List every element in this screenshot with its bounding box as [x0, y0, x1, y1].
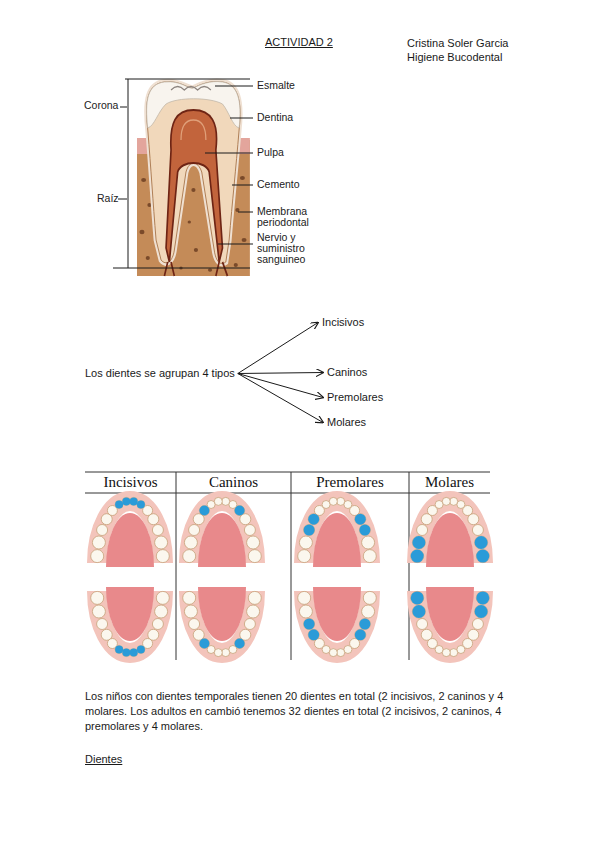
- part-label: Dentina: [257, 112, 293, 123]
- arrow-connector: [238, 323, 318, 374]
- table-header: Incisivos: [85, 474, 176, 491]
- type-item: Premolares: [327, 390, 383, 405]
- part-label: Pulpa: [257, 147, 284, 158]
- arrow-connector: [238, 374, 323, 423]
- page-title: ACTIVIDAD 2: [265, 36, 333, 49]
- node-text: Molares: [327, 416, 366, 429]
- node-text: Caninos: [327, 366, 367, 379]
- course-name: Higiene Bucodental: [407, 51, 502, 64]
- node-text: Premolares: [327, 391, 383, 404]
- type-item: Molares: [327, 415, 366, 430]
- part-label: Raíz: [97, 193, 119, 204]
- group-heading: Los dientes se agrupan 4 tipos: [85, 366, 235, 381]
- author-name: Cristina Soler Garcia: [407, 37, 508, 50]
- dentition-table: [85, 472, 490, 660]
- node-text: Los dientes se agrupan 4 tipos: [85, 367, 235, 380]
- arrow-connector: [238, 373, 323, 374]
- body-paragraph: Los niños con dientes temporales tienen …: [85, 689, 537, 734]
- type-item: Incisivos: [322, 315, 364, 330]
- section-heading: Dientes: [85, 752, 122, 767]
- part-label: Nervio y suministro sanguineo: [257, 232, 315, 265]
- table-header: Premolares: [291, 474, 409, 491]
- part-label: Membrana periodontal: [257, 206, 321, 228]
- tooth-illustration: [113, 79, 253, 276]
- part-label: Esmalte: [257, 80, 295, 91]
- table-header: Molares: [409, 474, 490, 491]
- table-header: Caninos: [176, 474, 291, 491]
- type-item: Caninos: [327, 365, 367, 380]
- arrow-connector: [238, 374, 323, 398]
- part-label: Corona: [84, 100, 118, 111]
- part-label: Cemento: [257, 179, 300, 190]
- node-text: Incisivos: [322, 316, 364, 329]
